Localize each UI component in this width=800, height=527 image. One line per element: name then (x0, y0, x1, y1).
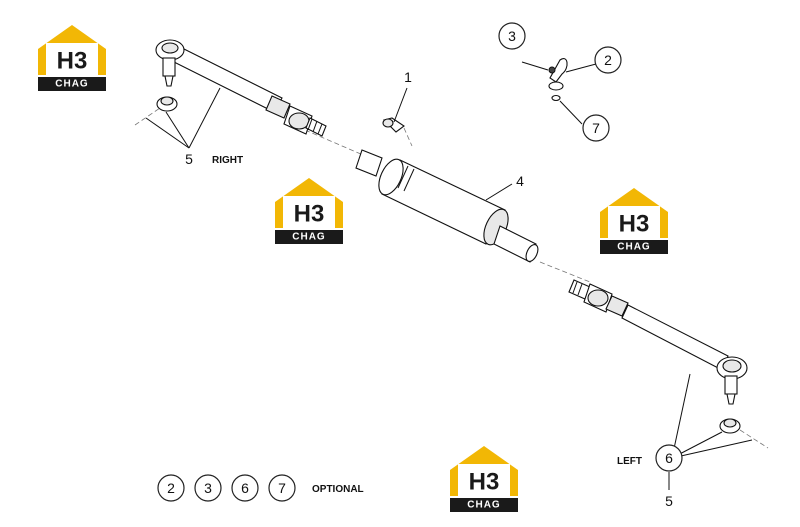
legend-item-6: 6 (241, 480, 249, 496)
left-nut (719, 418, 769, 449)
assembly-centerline (304, 129, 591, 283)
grease-fitting (548, 58, 568, 102)
right-tie-rod (155, 39, 327, 137)
watermark-mark: H3 (619, 211, 650, 238)
callout-6-text: 6 (665, 450, 673, 466)
optional-legend: 2 3 6 7 OPTIONAL (157, 474, 364, 502)
label-right: RIGHT (212, 155, 243, 166)
watermark-word: CHAG (467, 500, 500, 511)
watermark-word: CHAG (55, 79, 88, 90)
watermark-mark: H3 (469, 469, 500, 496)
callout-2-text: 2 (604, 52, 612, 68)
right-nut (134, 96, 178, 126)
legend-item-2: 2 (167, 480, 175, 496)
label-left: LEFT (617, 456, 642, 467)
callout-7-text: 7 (592, 120, 600, 136)
callout-7: 7 (582, 114, 610, 142)
callout-3-text: 3 (508, 28, 516, 44)
watermark-logo: H3 CHAG (38, 25, 106, 91)
callout-5-left-text: 5 (665, 493, 673, 509)
watermark-logo: H3 CHAG (450, 446, 518, 512)
left-tie-rod (568, 279, 748, 405)
watermark-word: CHAG (292, 232, 325, 243)
watermark-logo: H3 CHAG (275, 178, 343, 244)
callout-6: 6 (655, 444, 683, 472)
legend-item-7: 7 (278, 480, 286, 496)
legend-item-3: 3 (204, 480, 212, 496)
callout-5-right-text: 5 (185, 151, 193, 167)
optional-label: OPTIONAL (312, 484, 364, 495)
watermark-mark: H3 (294, 201, 325, 228)
watermark-mark: H3 (57, 48, 88, 75)
bolt (382, 117, 413, 147)
callout-2: 2 (594, 46, 622, 74)
callout-4-text: 4 (516, 173, 524, 189)
watermark-logo: H3 CHAG (600, 188, 668, 254)
leader-lines (145, 61, 753, 490)
callout-1-text: 1 (404, 69, 412, 85)
watermark-word: CHAG (617, 242, 650, 253)
hydraulic-cylinder (355, 149, 539, 263)
callout-3: 3 (498, 22, 526, 50)
